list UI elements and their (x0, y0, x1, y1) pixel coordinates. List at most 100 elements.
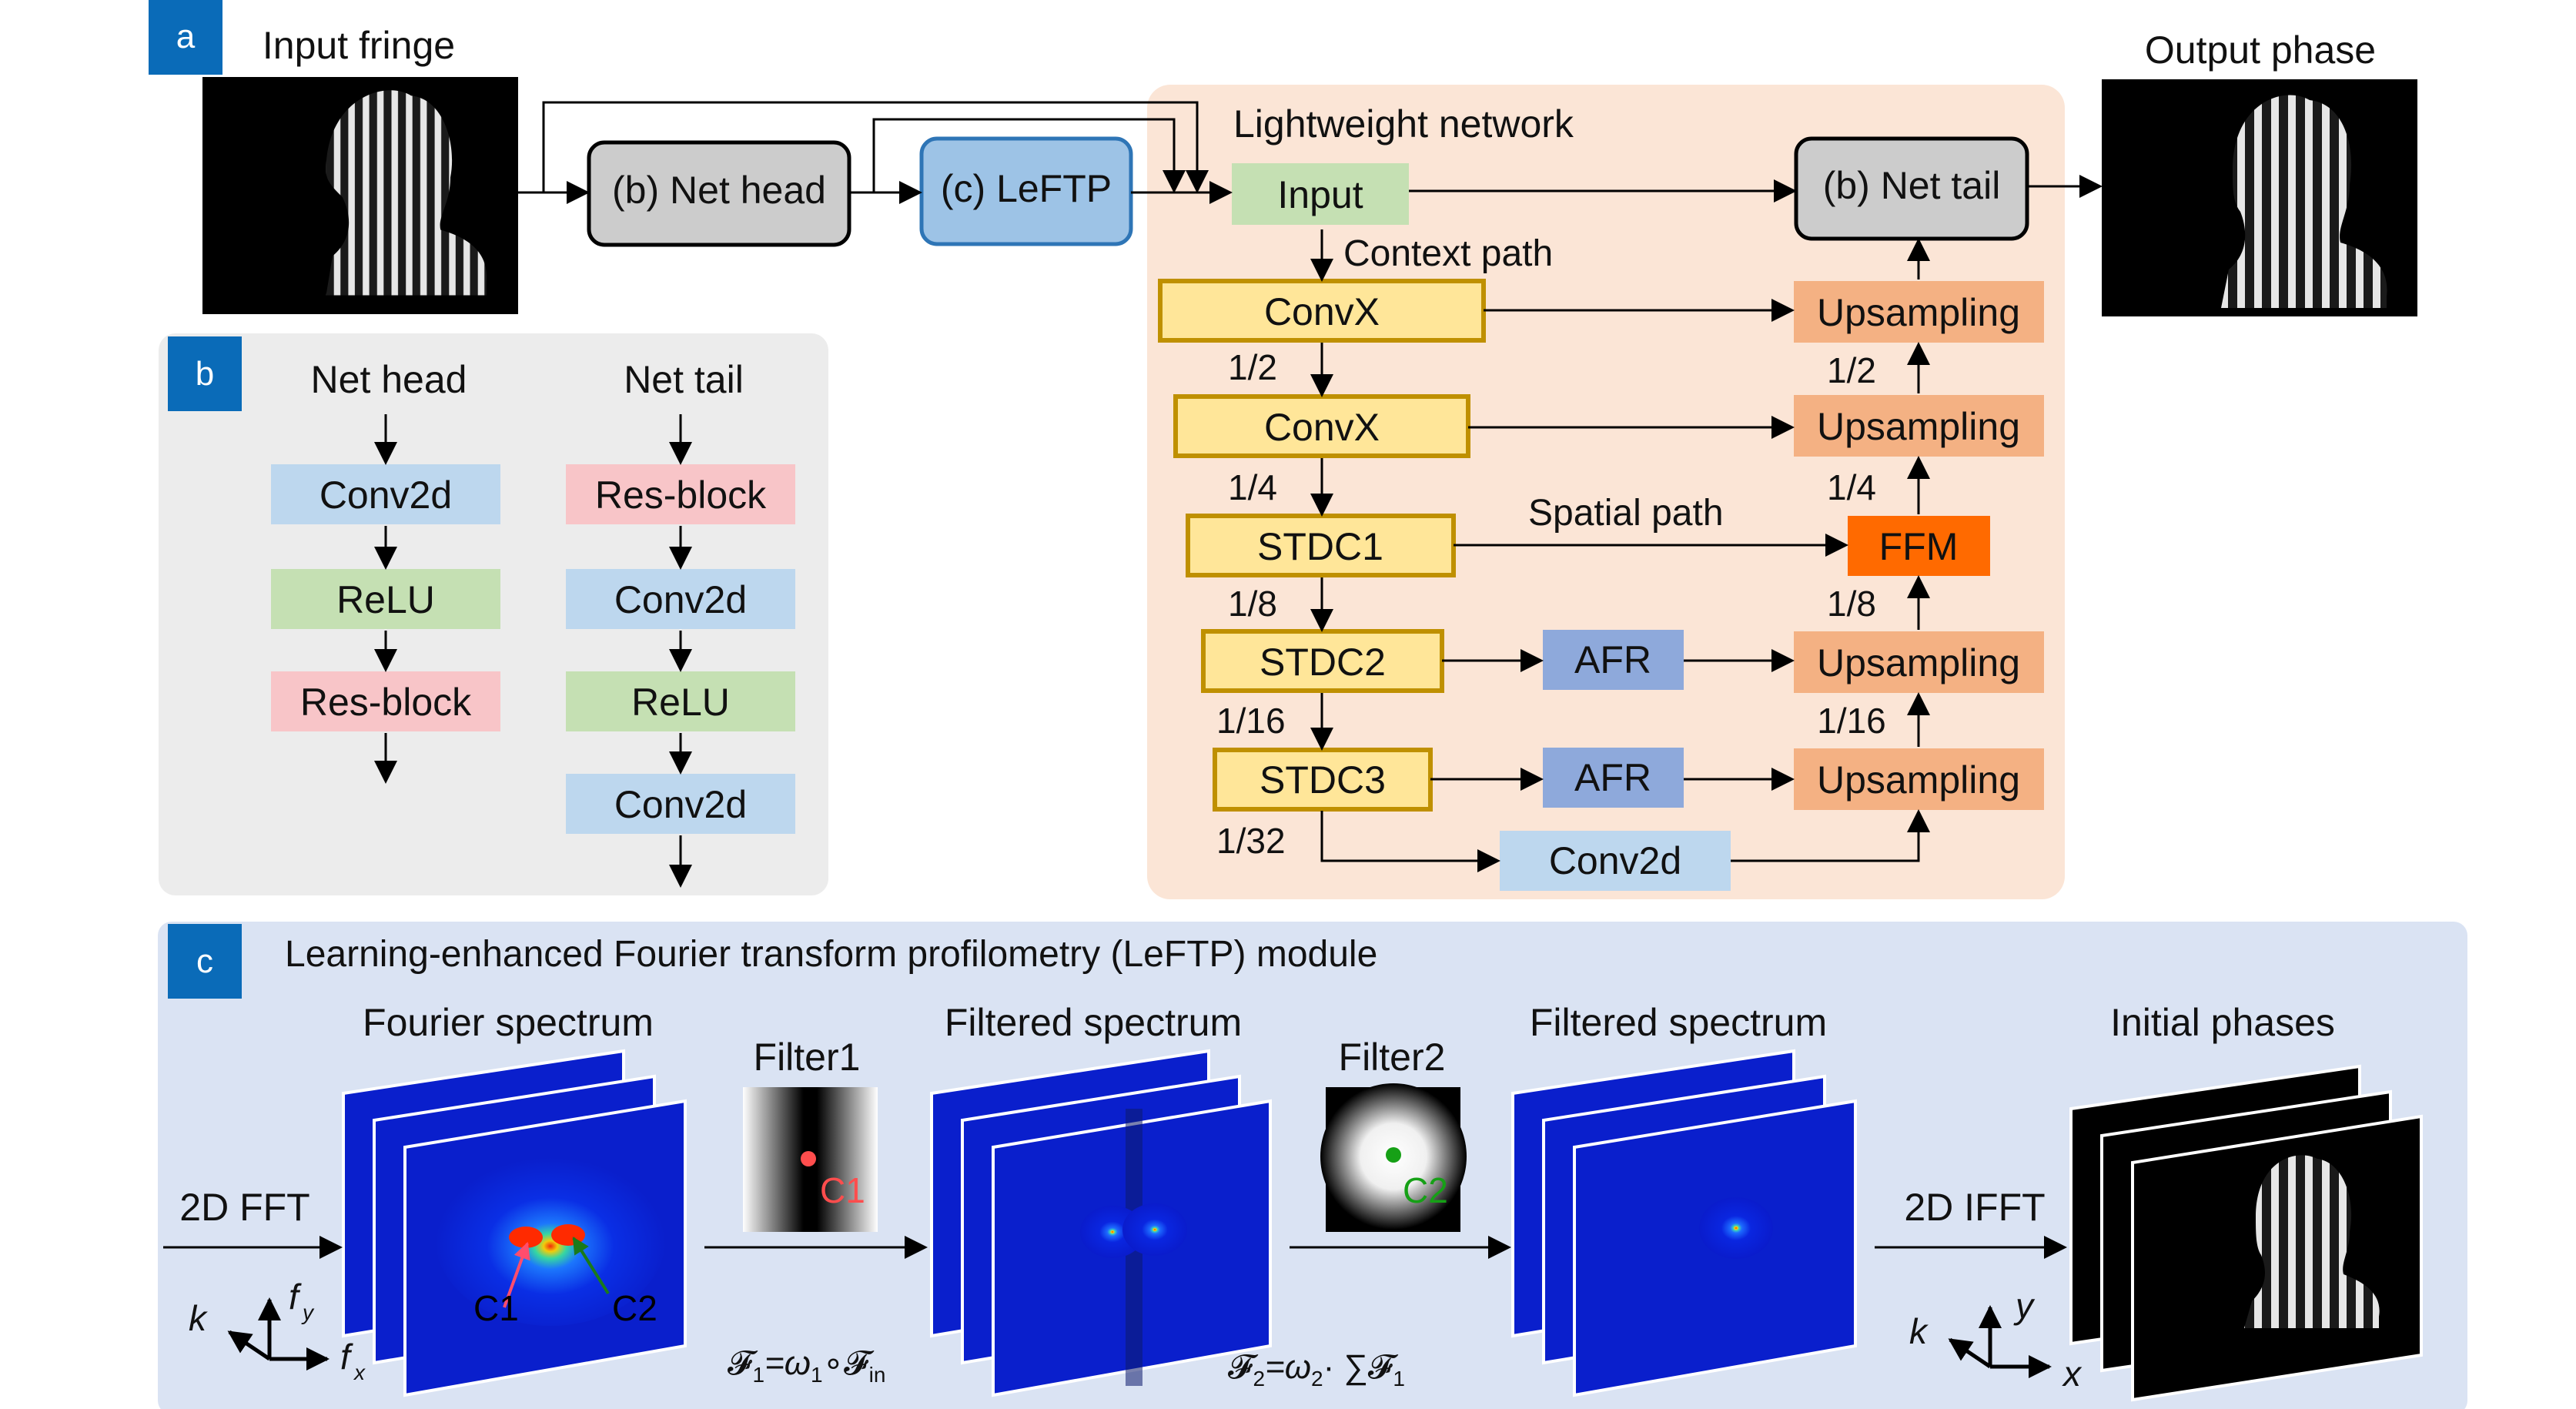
encoder-scale-3: 1/8 (1228, 584, 1277, 624)
panel-b-tag: b (168, 336, 242, 411)
axes-glyph-1: k f y f x (189, 1277, 366, 1384)
axis-fx: f (340, 1337, 353, 1377)
filter1-c1-label: C1 (820, 1170, 865, 1210)
leftp-box: (c) LeFTP (919, 136, 1133, 246)
encoder-convx-2: ConvX (1173, 394, 1470, 458)
net-tail-title: Net tail (624, 358, 744, 401)
axis-fy: f (289, 1277, 302, 1317)
decoder-scale-2: 1/4 (1827, 467, 1876, 507)
net-tail-box: (b) Net tail (1794, 136, 2029, 241)
panel-b-tag-label: b (196, 355, 214, 393)
decoder-upsampling-4-label: Upsampling (1817, 758, 2020, 802)
equation-2: 𝓕2=ω2· ∑𝓕1 (1228, 1348, 1405, 1391)
tail-conv2d-2: Conv2d (566, 774, 795, 834)
axis-fx-sub: x (353, 1360, 366, 1384)
panel-a-tag-label: a (176, 18, 196, 55)
stage-filtered-spectrum-1: Filtered spectrum (945, 1001, 1242, 1044)
tail-relu: ReLU (566, 671, 795, 731)
stage-initial-phases: Initial phases (2110, 1001, 2335, 1044)
encoder-stdc1-label: STDC1 (1257, 525, 1383, 568)
axis-k-2: k (1909, 1311, 1929, 1351)
head-conv2d: Conv2d (271, 464, 500, 524)
encoder-scale-1: 1/2 (1228, 347, 1277, 387)
leftp-box-label: (c) LeFTP (941, 167, 1112, 210)
head-relu: ReLU (271, 569, 500, 629)
output-phase-label: Output phase (2145, 28, 2376, 72)
tail-conv2d-1: Conv2d (566, 569, 795, 629)
conv2d-block-a: Conv2d (1500, 831, 1731, 891)
afr-block-2-label: AFR (1574, 756, 1651, 799)
decoder-upsampling-1: Upsampling (1794, 281, 2044, 343)
encoder-convx-2-label: ConvX (1264, 406, 1380, 449)
fft-label: 2D FFT (179, 1186, 309, 1229)
input-fringe-image (202, 77, 518, 314)
panel-c-title: Learning-enhanced Fourier transform prof… (285, 934, 1377, 975)
panel-a-tag: a (149, 0, 222, 75)
tail-res-block: Res-block (566, 464, 795, 524)
head-res-block: Res-block (271, 671, 500, 731)
head-relu-label: ReLU (336, 578, 435, 621)
decoder-upsampling-4: Upsampling (1794, 748, 2044, 810)
filtered-spectrum-2-stack (1511, 1049, 1857, 1397)
filter1-image: C1 (743, 1087, 878, 1232)
decoder-scale-1: 1/2 (1827, 350, 1876, 390)
fourier-spectrum-stack: C1 C2 (342, 1049, 687, 1397)
decoder-upsampling-2-label: Upsampling (1817, 405, 2020, 448)
fourier-c1-label: C1 (473, 1288, 519, 1328)
encoder-scale-5: 1/32 (1216, 821, 1286, 861)
axis-k-1: k (189, 1298, 208, 1338)
afr-block-2: AFR (1543, 748, 1684, 808)
output-phase-image (2102, 79, 2417, 316)
encoder-stdc2-label: STDC2 (1260, 641, 1386, 684)
ifft-label: 2D IFFT (1904, 1186, 2045, 1229)
panel-c-tag: c (168, 924, 242, 999)
fourier-c2-label: C2 (612, 1288, 657, 1328)
context-path-label: Context path (1343, 233, 1553, 274)
panel-a-arrows (518, 101, 2103, 872)
panel-c-tag-label: c (196, 942, 213, 980)
axis-y: y (2013, 1286, 2036, 1326)
axis-fy-sub: y (301, 1300, 315, 1324)
input-node: Input (1232, 163, 1409, 225)
tail-conv2d-2-label: Conv2d (614, 783, 747, 826)
net-head-box: (b) Net head (587, 140, 851, 247)
encoder-stdc3-label: STDC3 (1260, 758, 1386, 802)
afr-block-1-label: AFR (1574, 638, 1651, 681)
stage-fourier-spectrum: Fourier spectrum (363, 1001, 654, 1044)
input-node-label: Input (1277, 173, 1363, 216)
network-title: Lightweight network (1233, 102, 1574, 146)
net-tail-box-label: (b) Net tail (1823, 164, 2001, 207)
panel-b-arrows (374, 414, 692, 888)
equation-1: 𝓕1=ω1∘𝓕in (728, 1344, 885, 1387)
axes-glyph-2: k y x (1909, 1286, 2083, 1394)
stage-filtered-spectrum-2: Filtered spectrum (1530, 1001, 1827, 1044)
initial-phases-stack (2069, 1064, 2423, 1402)
net-head-box-label: (b) Net head (612, 169, 826, 212)
encoder-scale-4: 1/16 (1216, 701, 1286, 741)
head-conv2d-label: Conv2d (319, 474, 452, 517)
head-res-block-label: Res-block (300, 681, 472, 724)
filter1-label: Filter1 (754, 1036, 861, 1079)
axis-x: x (2062, 1354, 2083, 1394)
encoder-convx-1: ConvX (1158, 279, 1486, 343)
decoder-ffm-label: FFM (1879, 525, 1959, 568)
decoder-ffm: FFM (1848, 516, 1990, 576)
input-fringe-label: Input fringe (263, 24, 455, 67)
decoder-scale-4: 1/16 (1817, 701, 1886, 741)
decoder-upsampling-3: Upsampling (1794, 631, 2044, 693)
tail-conv2d-1-label: Conv2d (614, 578, 747, 621)
encoder-stdc2: STDC2 (1201, 629, 1444, 693)
net-head-title: Net head (311, 358, 467, 401)
decoder-upsampling-1-label: Upsampling (1817, 291, 2020, 334)
tail-relu-label: ReLU (631, 681, 730, 724)
afr-block-1: AFR (1543, 630, 1684, 690)
encoder-stdc1: STDC1 (1186, 514, 1456, 577)
panel-c-background (158, 922, 2467, 1409)
filter2-c2-label: C2 (1403, 1170, 1448, 1210)
tail-res-block-label: Res-block (595, 474, 767, 517)
decoder-scale-3: 1/8 (1827, 584, 1876, 624)
filtered-spectrum-1-stack (930, 1049, 1272, 1397)
encoder-convx-1-label: ConvX (1264, 290, 1380, 333)
filter2-label: Filter2 (1339, 1036, 1446, 1079)
